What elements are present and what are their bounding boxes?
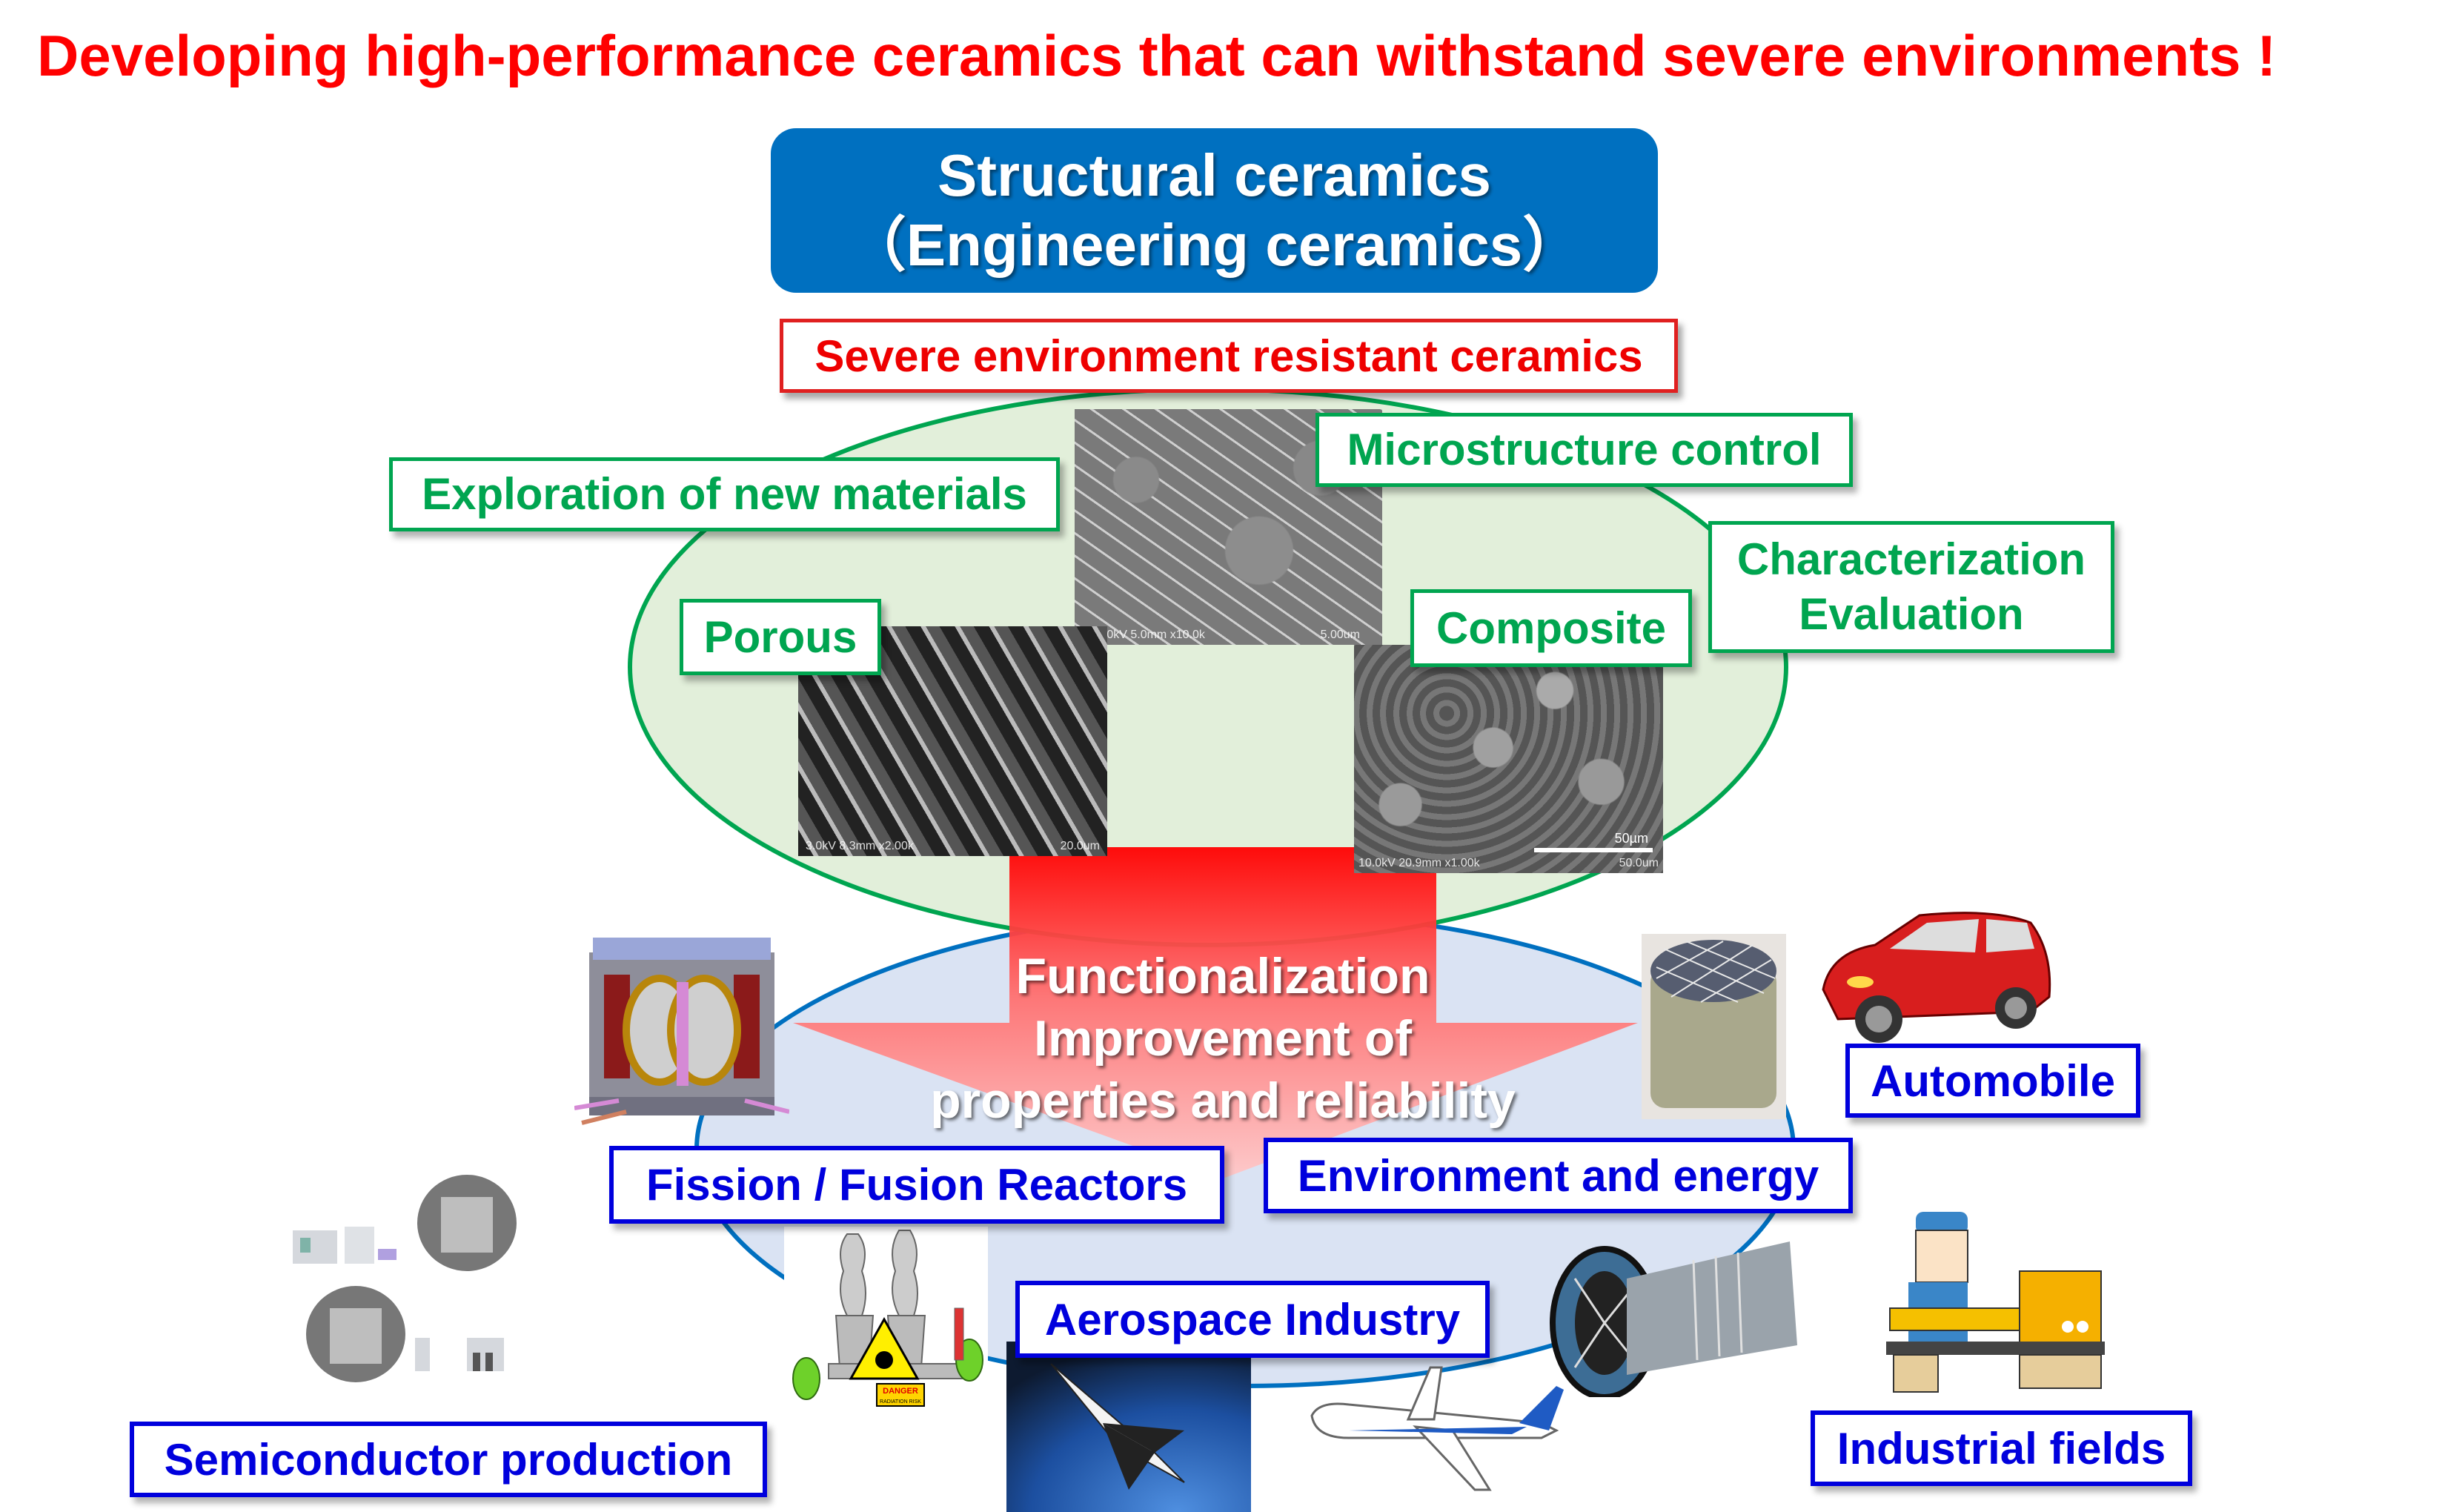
header-line-2: （Engineering ceramics） — [846, 212, 1582, 278]
honeycomb-filter-image — [1642, 934, 1786, 1119]
arrow-text-line-2: Improvement of — [1033, 1010, 1413, 1067]
sem-scale-bar — [1534, 848, 1653, 852]
exploration-label: Exploration of new materials — [389, 457, 1060, 531]
jet-engine-image — [1550, 1241, 1797, 1397]
sem-caption: 3.0kV 8.3mm x2.00k — [806, 840, 914, 852]
car-image — [1822, 912, 2051, 1043]
space-shuttle-image — [1006, 1342, 1251, 1512]
characterization-line-2: Evaluation — [1799, 589, 2024, 639]
automobile-label: Automobile — [1845, 1044, 2140, 1118]
structural-ceramics-header: Structural ceramics （Engineering ceramic… — [771, 128, 1658, 293]
composite-label: Composite — [1410, 589, 1692, 667]
environment-energy-label: Environment and energy — [1264, 1138, 1853, 1213]
porous-label: Porous — [680, 599, 881, 675]
danger-sign-line-2: RADIATION RISK — [880, 1399, 921, 1405]
danger-sign-line-1: DANGER — [883, 1387, 918, 1396]
semiconductor-wafer-image — [293, 1175, 517, 1382]
arrow-text: Functionalization Improvement of propert… — [852, 945, 1593, 1132]
industrial-fields-label: Industrial fields — [1811, 1410, 2192, 1486]
header-line-1: Structural ceramics — [937, 142, 1492, 208]
microstructure-label: Microstructure control — [1315, 413, 1853, 487]
characterization-label: Characterization Evaluation — [1708, 521, 2114, 653]
fusion-reactor-image — [574, 938, 789, 1125]
lathe-worker-image — [1886, 1212, 2105, 1393]
severe-environment-label: Severe environment resistant ceramics — [780, 319, 1678, 393]
sem-caption: 4.0kV 5.0mm x10.0k — [1097, 629, 1205, 641]
aerospace-label: Aerospace Industry — [1015, 1281, 1490, 1358]
arrow-text-line-1: Functionalization — [1015, 948, 1430, 1004]
page-title: Developing high-performance ceramics tha… — [37, 23, 2277, 88]
arrow-text-line-3: properties and reliability — [930, 1072, 1516, 1129]
sem-scale-label: 50µm — [1614, 831, 1648, 846]
sem-scale: 5.00um — [1320, 629, 1360, 641]
characterization-line-1: Characterization — [1736, 534, 2086, 584]
sem-image-composite: 50µm 10.0kV 20.9mm x1.00k 50.0um — [1354, 645, 1663, 873]
sem-caption: 10.0kV 20.9mm x1.00k — [1358, 857, 1480, 869]
airplane-image — [1310, 1366, 1564, 1491]
sem-scale: 20.0um — [1060, 840, 1100, 852]
fission-fusion-label: Fission / Fusion Reactors — [609, 1146, 1224, 1224]
semiconductor-label: Semiconductor production — [130, 1422, 767, 1497]
sem-scale: 50.0um — [1619, 857, 1659, 869]
functionalization-arrow — [793, 847, 1638, 1178]
nuclear-power-plant-image: DANGER RADIATION RISK — [784, 1227, 988, 1416]
